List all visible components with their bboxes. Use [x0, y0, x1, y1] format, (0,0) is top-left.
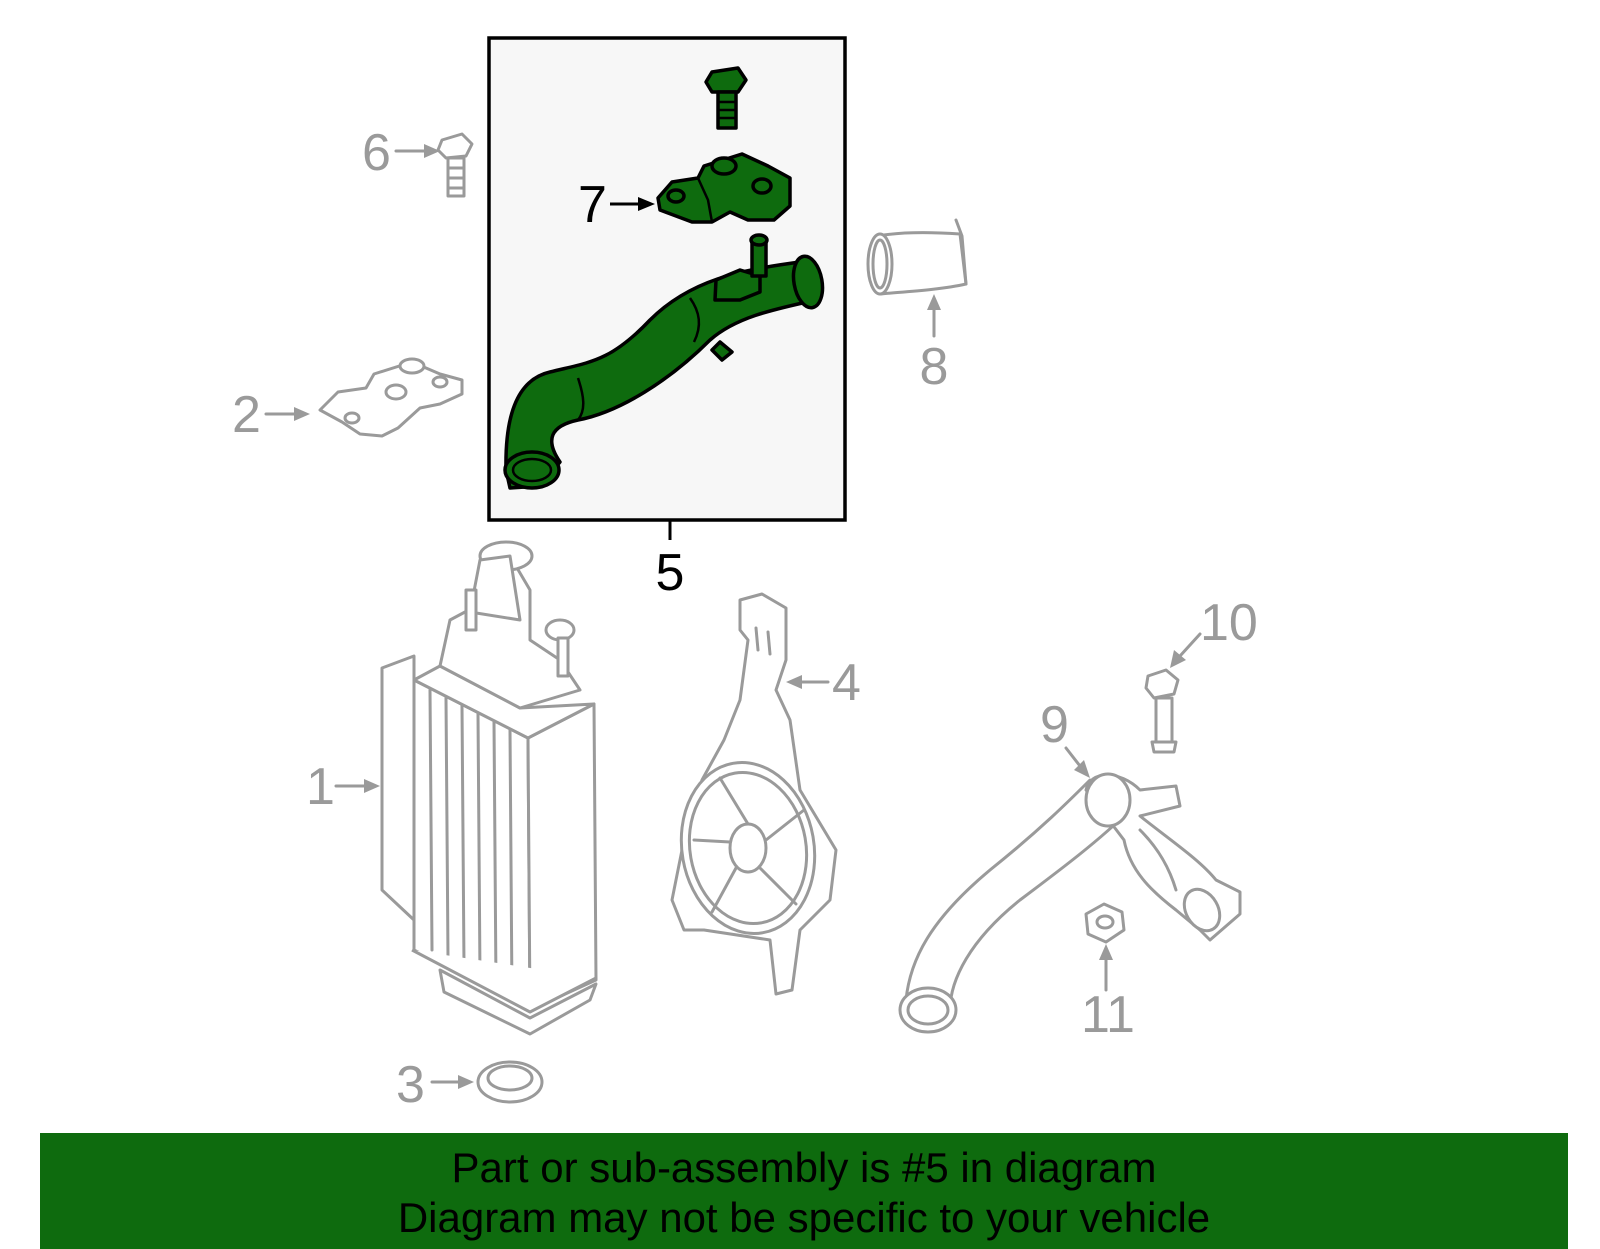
part-9-outlet-pipe[interactable] — [898, 772, 1242, 1034]
callout-11: 11 — [1081, 986, 1135, 1044]
callout-4: 4 — [832, 654, 861, 712]
callout-1: 1 — [306, 758, 335, 816]
callout-9: 9 — [1040, 696, 1069, 754]
callout-3: 3 — [396, 1056, 425, 1114]
callout-7: 7 — [578, 176, 607, 234]
part-3-plug[interactable] — [476, 1060, 544, 1104]
part-11-nut[interactable] — [1084, 902, 1126, 944]
part-10-bolt[interactable] — [1144, 668, 1180, 754]
part-4-fan-shroud[interactable] — [668, 592, 838, 996]
banner-line-1: Part or sub-assembly is #5 in diagram — [451, 1144, 1157, 1191]
part-2-bracket[interactable] — [318, 357, 464, 438]
callout-8: 8 — [920, 338, 949, 396]
part-8-clamp[interactable] — [866, 218, 968, 296]
callout-2: 2 — [232, 386, 261, 444]
disclaimer-banner: Part or sub-assembly is #5 in diagram Di… — [40, 1133, 1568, 1249]
banner-line-2: Diagram may not be specific to your vehi… — [397, 1194, 1211, 1241]
part-5-intercooler-pipe[interactable] — [503, 233, 826, 490]
callout-6: 6 — [362, 124, 391, 182]
callout-10: 10 — [1200, 594, 1258, 652]
part-1-intercooler[interactable] — [380, 540, 598, 1036]
part-6-bolt[interactable] — [436, 132, 474, 198]
part-bolt-top[interactable] — [704, 66, 748, 130]
part-7-bracket[interactable] — [656, 152, 792, 224]
callout-5: 5 — [656, 544, 685, 602]
